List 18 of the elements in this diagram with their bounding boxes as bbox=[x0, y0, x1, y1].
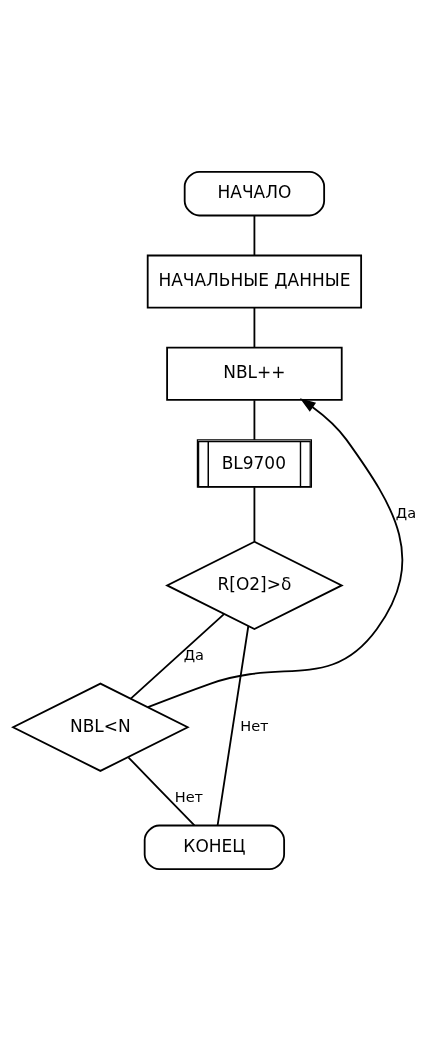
connector bbox=[253, 399, 256, 441]
connector bbox=[253, 486, 256, 543]
node-box: КОНЕЦ bbox=[143, 824, 286, 871]
arrow bbox=[147, 398, 404, 709]
edge-label: Нет bbox=[240, 717, 269, 735]
connector bbox=[127, 756, 196, 827]
connector bbox=[253, 306, 256, 349]
node-box: НАЧАЛО bbox=[183, 170, 326, 217]
node-box: НАЧАЛЬНЫЕ ДАННЫЕ bbox=[146, 254, 363, 309]
edge-label: Да bbox=[183, 646, 204, 664]
node-box: NBL++ bbox=[166, 346, 343, 401]
node-diamond: R[O2]>δ bbox=[165, 540, 344, 631]
node-diamond: NBL<N bbox=[11, 682, 190, 772]
connector bbox=[216, 625, 250, 827]
edge-label: Нет bbox=[174, 787, 204, 805]
edge-label: Да bbox=[395, 504, 417, 522]
connector bbox=[253, 214, 256, 257]
connector bbox=[129, 613, 225, 700]
